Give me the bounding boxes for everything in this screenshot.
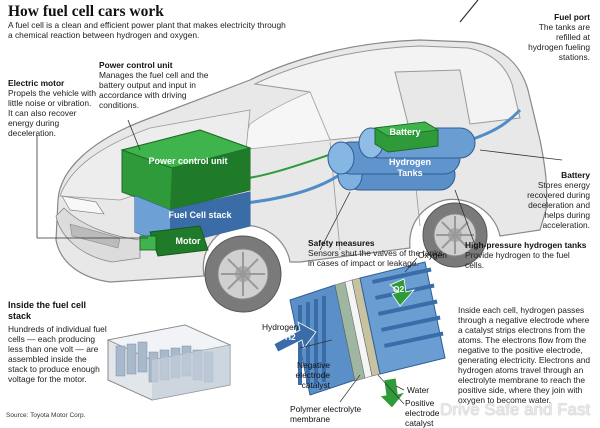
callout-heading: Power control unit	[99, 60, 173, 70]
front-wheel	[204, 235, 282, 313]
callout-body: Sensors shut the valves of the tanks in …	[308, 248, 443, 268]
callout-body: Hundreds of individual fuel cells — each…	[8, 324, 107, 384]
label-fuel-cell-stack: Fuel Cell stack	[168, 210, 232, 220]
callout-power-control-unit: Power control unit Manages the fuel cell…	[99, 60, 211, 110]
callout-heading: Battery	[561, 170, 590, 180]
callout-heading: Electric motor	[8, 78, 65, 88]
callout-body: Stores energy recovered during decelerat…	[527, 180, 590, 230]
label-hydrogen-tanks: Hydrogen Tanks	[388, 157, 431, 178]
page-title: How fuel cell cars work	[8, 3, 164, 20]
label-negative-electrode: Negative electrode catalyst	[295, 360, 330, 390]
callout-body: Provide hydrogen to the fuel cells.	[465, 250, 570, 270]
label-battery: Battery	[389, 127, 421, 137]
callout-body: Manages the fuel cell and the battery ou…	[99, 70, 209, 110]
callout-high-pressure-tanks: High-pressure hydrogen tanks Provide hyd…	[465, 240, 590, 270]
stack-detail-graphic	[106, 324, 232, 401]
motor-graphic	[139, 225, 209, 257]
battery-graphic	[373, 121, 440, 153]
label-hydrogen: Hydrogen	[262, 322, 299, 332]
rear-wheel	[422, 202, 488, 268]
callout-body: Propels the vehicle with little noise or…	[8, 88, 96, 138]
callout-heading: Safety measures	[308, 238, 375, 248]
callout-heading: Inside the fuel cell stack	[8, 300, 87, 321]
watermark: Drive Safe and Fast	[440, 400, 591, 419]
callout-heading: Fuel port	[554, 12, 590, 22]
callout-fuel-port: Fuel port The tanks are refilled at hydr…	[528, 12, 590, 62]
callout-battery: Battery Stores energy recovered during d…	[512, 170, 590, 230]
label-o2: O2	[393, 284, 405, 294]
label-motor: Motor	[175, 236, 201, 246]
callout-electric-motor: Electric motor Propels the vehicle with …	[8, 78, 96, 138]
callout-inside-cell: Inside each cell, hydrogen passes throug…	[458, 305, 591, 405]
label-water: Water	[407, 385, 430, 395]
callout-inside-stack: Inside the fuel cell stack Hundreds of i…	[8, 300, 108, 384]
label-oxygen: Oxygen	[418, 250, 447, 260]
label-h2: H2	[285, 332, 296, 342]
callout-safety-measures: Safety measures Sensors shut the valves …	[308, 238, 448, 268]
label-positive-electrode: Positive electrode catalyst	[405, 398, 440, 428]
callout-heading: High-pressure hydrogen tanks	[465, 240, 587, 250]
source-credit: Source: Toyota Motor Corp.	[6, 412, 86, 419]
cell-detail-graphic	[273, 261, 446, 409]
label-polymer-membrane: Polymer electrolyte membrane	[290, 404, 362, 424]
label-power-control-unit: Power control unit	[148, 156, 228, 166]
power-control-unit-graphic	[120, 129, 252, 211]
intro-text: A fuel cell is a clean and efficient pow…	[8, 20, 286, 40]
callout-body: The tanks are refilled at hydrogen fueli…	[528, 22, 590, 62]
